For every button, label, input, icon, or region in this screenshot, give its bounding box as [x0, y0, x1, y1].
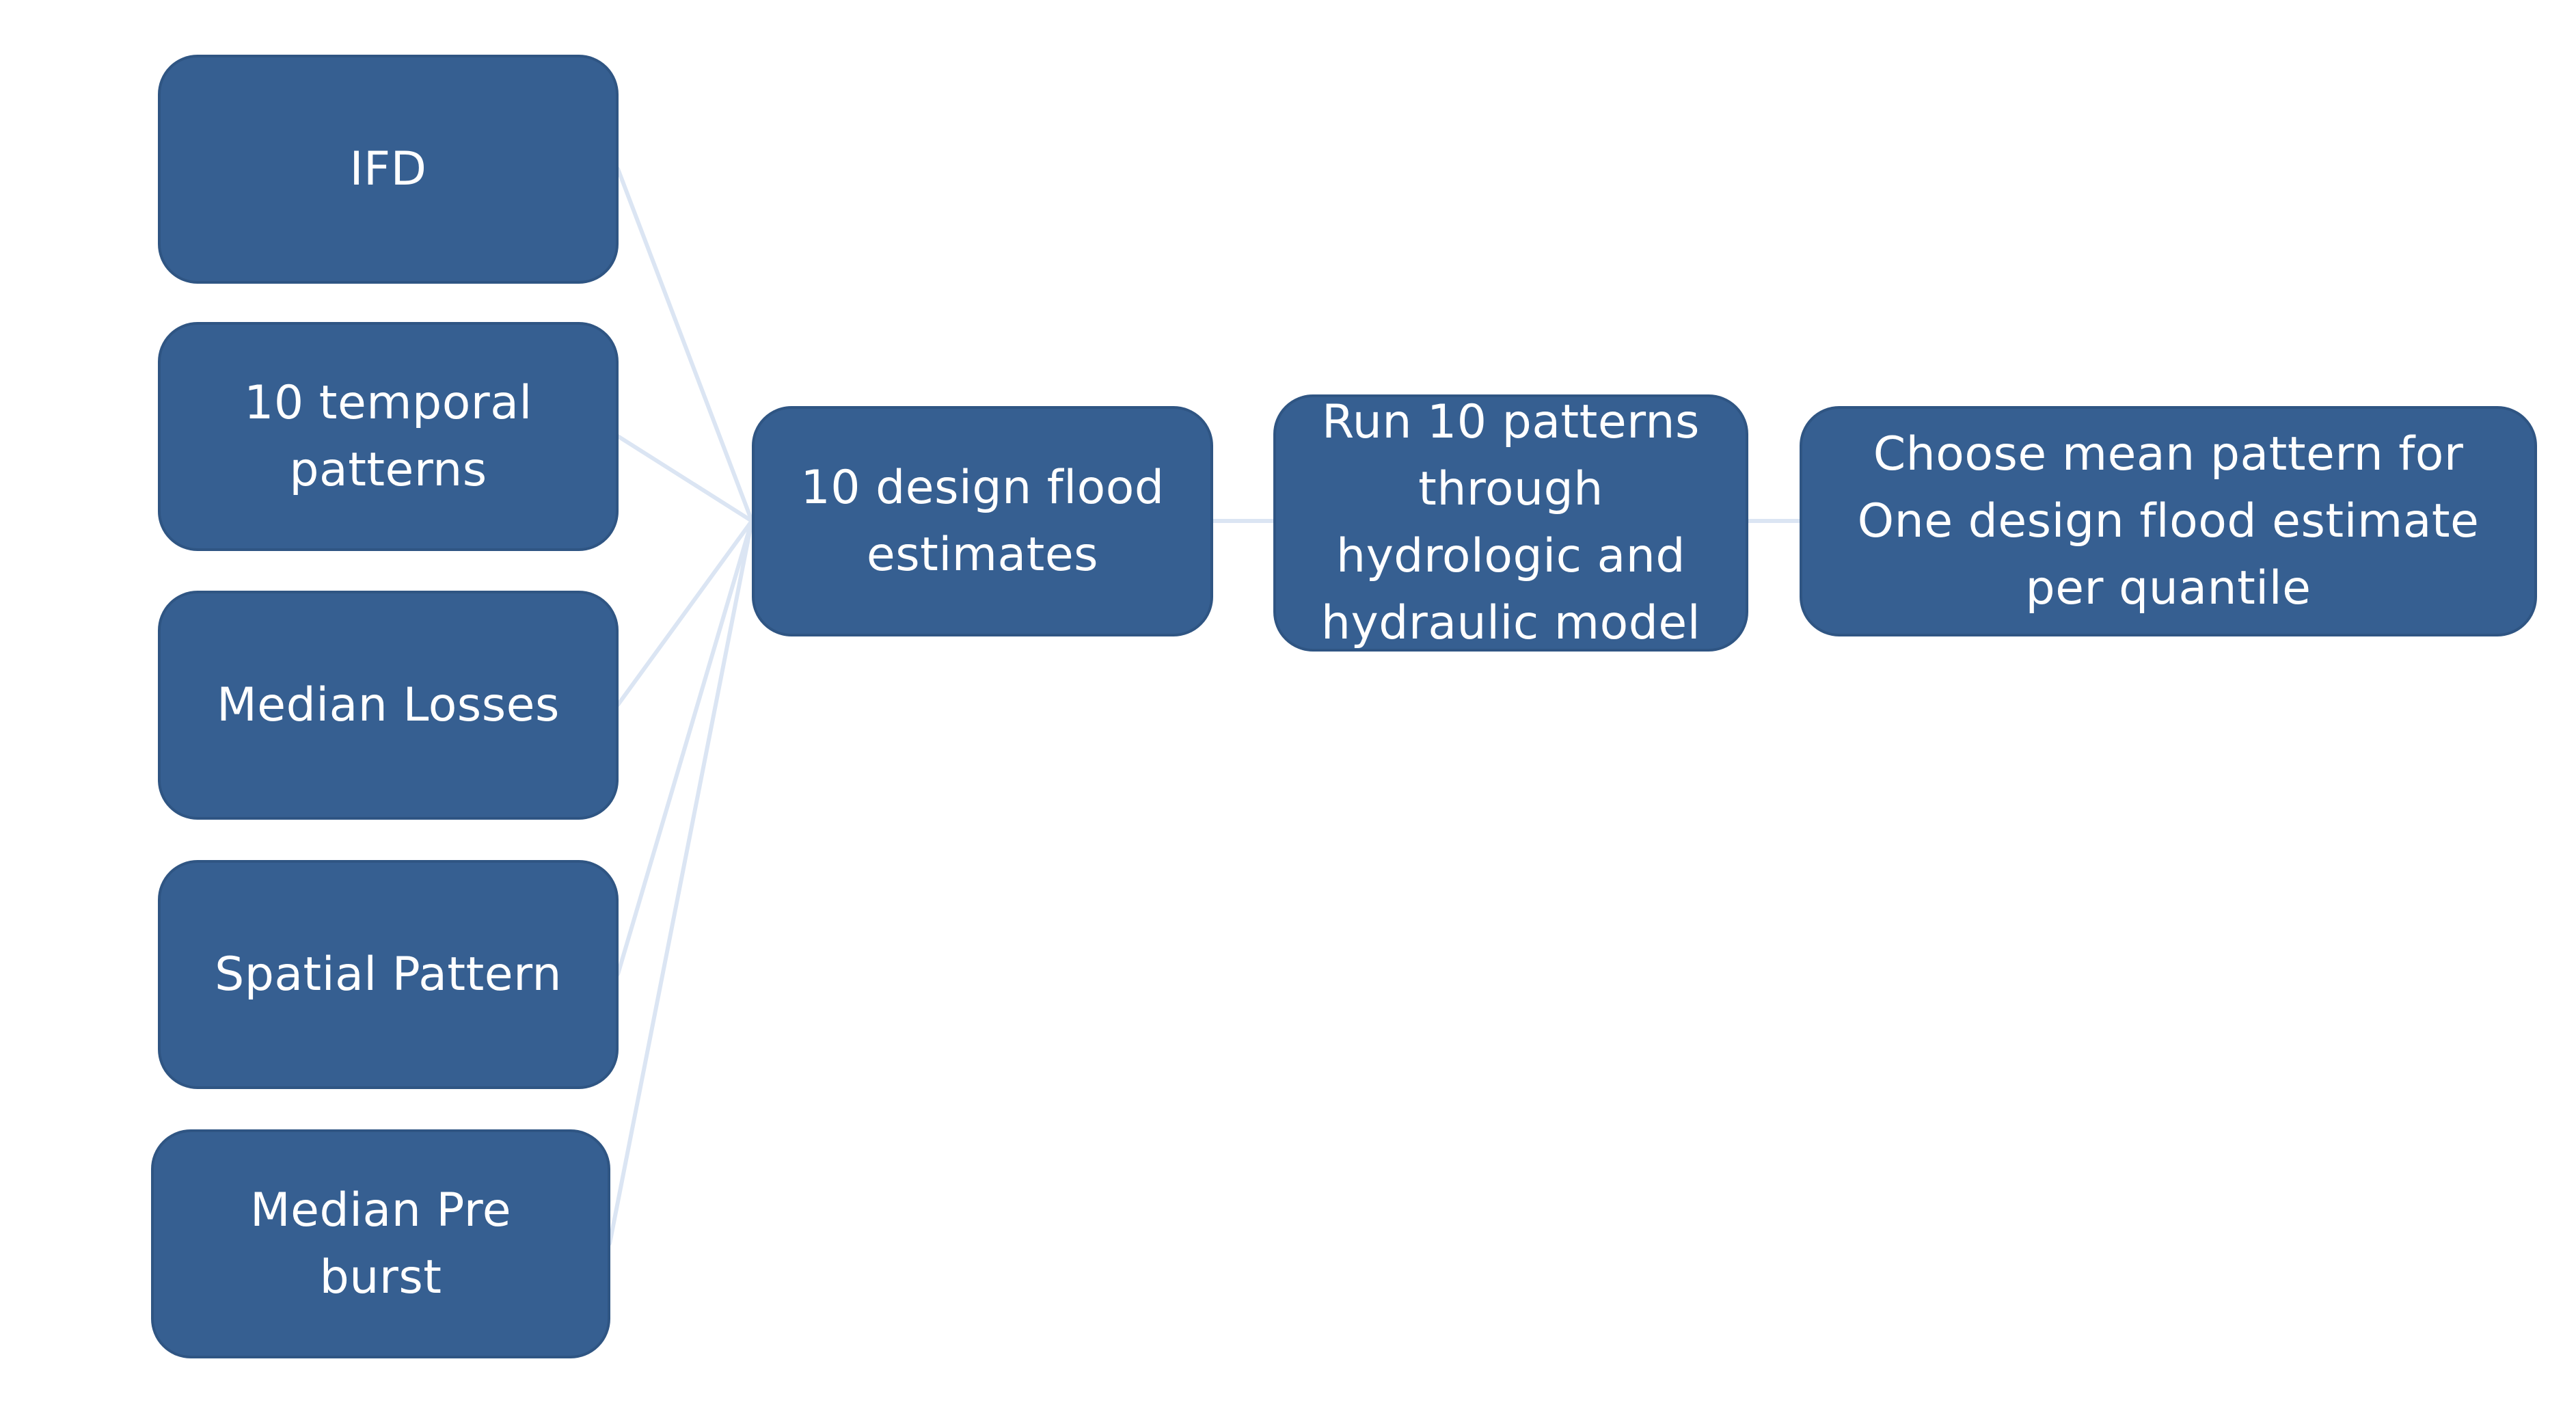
ifd-label: IFD [349, 142, 427, 196]
spatial-pattern-node: Spatial Pattern [158, 860, 619, 1089]
connector-temporal-to-design-estimates [616, 434, 754, 523]
run-patterns-node: Run 10 patterns through hydrologic and h… [1273, 394, 1748, 652]
connector-losses-to-design-estimates [616, 519, 754, 707]
choose-mean-pattern-label: Choose mean pattern for One design flood… [1857, 427, 2480, 615]
median-pre-burst-node: Median Pre burst [151, 1129, 610, 1358]
run-patterns-label: Run 10 patterns through hydrologic and h… [1320, 395, 1701, 650]
connector-ifd-to-design-estimates [616, 167, 754, 523]
design-flood-estimates-label: 10 design flood estimates [800, 460, 1165, 582]
choose-mean-pattern-node: Choose mean pattern for One design flood… [1800, 406, 2537, 636]
connector-preburst-to-design-estimates [608, 519, 754, 1246]
temporal-patterns-node: 10 temporal patterns [158, 322, 619, 551]
temporal-patterns-label: 10 temporal patterns [244, 375, 532, 497]
design-flood-estimates-node: 10 design flood estimates [752, 406, 1213, 636]
connector-spatial-to-design-estimates [616, 519, 754, 976]
median-losses-label: Median Losses [217, 677, 560, 732]
spatial-pattern-label: Spatial Pattern [215, 947, 562, 1002]
median-pre-burst-label: Median Pre burst [249, 1183, 512, 1304]
ifd-node: IFD [158, 55, 619, 284]
median-losses-node: Median Losses [158, 591, 619, 820]
